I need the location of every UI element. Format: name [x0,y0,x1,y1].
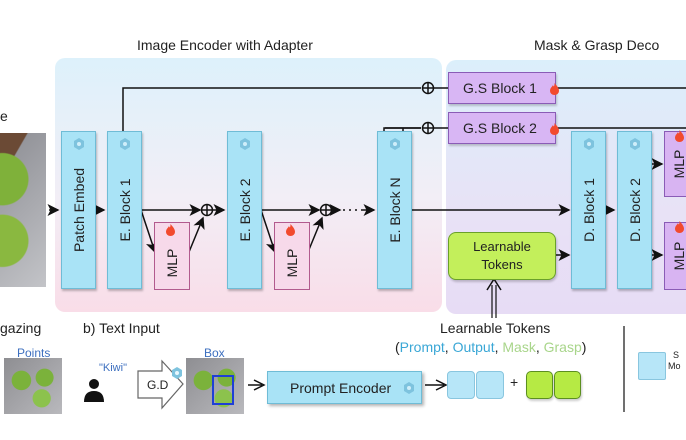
box-image [186,358,244,414]
gs-block-2: G.S Block 2 [448,112,559,144]
separator: , [535,339,544,355]
flame-icon [286,224,295,236]
double-arrow-head [486,277,502,291]
patch-embed-label: Patch Embed [70,167,87,253]
paren-open: ( [395,339,400,355]
learnable-tokens-line1: Learnable [473,239,531,254]
plus-sign: + [510,374,519,390]
decoder-block-2: D. Block 2 [617,131,652,289]
decoder-block-1: D. Block 1 [571,131,606,289]
encoder-mlp-1: MLP [154,222,190,290]
arrow-mlp2-to-sum2 [307,216,324,253]
input-image-label-fragment: e [0,108,8,124]
arrow-mlp1-to-sum1 [188,216,205,253]
frozen-gear-icon [583,138,594,150]
token-type-grasp: Grasp [543,339,582,355]
frozen-gear-icon [404,382,414,394]
person-body-icon [84,391,104,402]
prompt-encoder-block: Prompt Encoder [267,371,422,404]
kiwi-quote: "Kiwi" [99,362,127,374]
decoder-mlp-1: MLP [664,130,686,197]
frozen-gear-icon [629,138,640,150]
input-image [0,133,46,287]
skip-line-1 [122,87,421,131]
decoder-block-2-label: D. Block 2 [626,178,643,242]
prompt-to-tokens-arrow [425,379,448,391]
flame-icon [550,83,559,95]
frozen-gear-icon [73,138,84,150]
gs-block-2-label: G.S Block 2 [463,120,537,136]
gd-label: G.D [147,378,169,392]
learnable-tokens-line2: Tokens [481,257,523,272]
prompt-encoder-label: Prompt Encoder [290,379,392,396]
encoder-block-1: E. Block 1 [107,131,142,289]
learnable-tokens-title: Learnable Tokens [440,320,551,336]
gs-block-1-label: G.S Block 1 [463,80,537,96]
token-types-list: (Prompt, Output, Mask, Grasp) [395,339,586,355]
frozen-gear-icon [119,138,130,150]
decoder-block-1-label: D. Block 1 [580,178,597,242]
gazing-label-fragment: gazing [0,320,42,336]
points-image [4,358,62,414]
frozen-gear-icon [172,367,182,379]
decoder-mlp-2: MLP [664,221,686,290]
image-encoder-title: Image Encoder with Adapter [137,37,313,53]
text-input-title: b) Text Input [83,320,160,336]
encoder-block-2-label: E. Block 2 [236,178,253,242]
patch-embed-block: Patch Embed [61,131,96,289]
flame-icon [675,130,684,142]
frozen-gear-icon [239,138,250,150]
encoder-block-1-label: E. Block 1 [116,178,133,242]
decoder-mlp-2-label: MLP [671,241,686,271]
points-label: Points [17,346,51,360]
token-type-mask: Mask [502,339,536,355]
grasp-token [554,371,581,399]
learnable-tokens-block: Learnable Tokens [448,232,556,280]
encoder-block-n: E. Block N [377,131,412,289]
token-type-prompt: Prompt [399,339,445,355]
mask-token [526,371,553,399]
prompt-token [447,371,475,399]
encoder-mlp-2-label: MLP [284,248,300,277]
flame-icon [550,123,559,135]
box-to-prompt-arrow [248,379,266,391]
encoder-mlp-2: MLP [274,222,310,290]
encoder-block-n-label: E. Block N [386,177,403,243]
legend-text-fragment-2: Mo [668,361,681,371]
output-token [476,371,504,399]
encoder-mlp-1-label: MLP [164,248,180,277]
box-label: Box [204,346,225,360]
arrow-block1-to-mlp1 [140,209,158,254]
person-head-icon [89,379,99,389]
bounding-box [212,375,234,405]
frozen-gear-icon [389,138,400,150]
flame-icon [166,224,175,236]
flame-icon [675,221,684,233]
gs-block-1: G.S Block 1 [448,72,559,104]
decoder-title: Mask & Grasp Deco [534,37,660,53]
separator: , [444,339,453,355]
paren-close: ) [581,339,587,355]
separator: , [494,339,503,355]
legend-text-fragment-1: S [673,350,680,360]
token-type-output: Output [452,339,495,355]
arrow-block2-to-mlp2 [260,209,278,254]
gd-arrow-shape [137,359,184,410]
legend-frozen-swatch [638,352,666,380]
encoder-block-2: E. Block 2 [227,131,262,289]
decoder-mlp-1-label: MLP [671,149,686,179]
